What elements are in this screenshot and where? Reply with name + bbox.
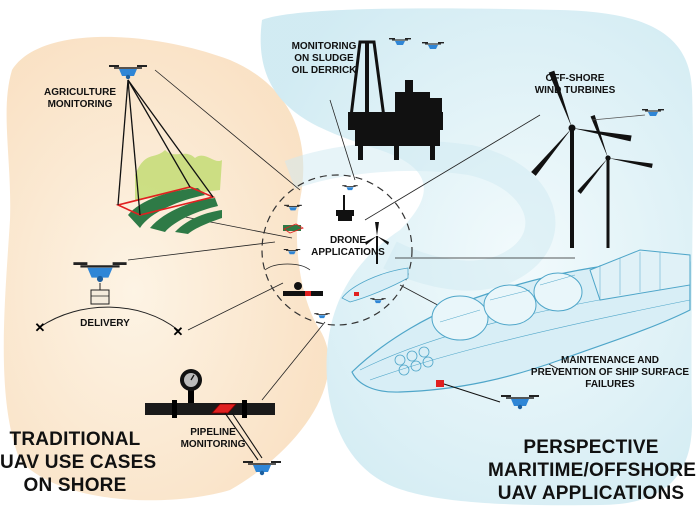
cross-marker-icon: ✕ [173, 324, 184, 339]
perspective-heading: PERSPECTIVE MARITIME/OFFSHORE UAV APPLIC… [488, 436, 697, 506]
agriculture-drone-beams [117, 79, 214, 216]
wind-turbines-label: OFF-SHORE WIND TURBINES [525, 73, 625, 97]
heading-line: PERSPECTIVE [523, 437, 659, 458]
center-dashed-circle [261, 174, 413, 326]
agriculture-label: AGRICULTURE MONITORING [40, 87, 120, 111]
traditional-heading: TRADITIONAL UAV USE CASES ON SHORE [0, 428, 157, 498]
delivery-route [39, 306, 179, 331]
shore-region [3, 36, 329, 501]
ship-label: MAINTENANCE AND PREVENTION OF SHIP SURFA… [525, 355, 695, 391]
label-line: MONITORING [291, 41, 357, 52]
label-line: WIND TURBINES [534, 85, 616, 96]
package-icon [90, 283, 110, 305]
oil-derrick-label: MONITORING ON SLUDGE OIL DERRICK [282, 41, 366, 77]
label-line: ON SLUDGE [294, 53, 354, 64]
heading-line: UAV USE CASES [0, 452, 157, 474]
label-line: PREVENTION OF SHIP SURFACE [530, 367, 690, 378]
delivery-label: DELIVERY [80, 318, 130, 329]
label-line: AGRICULTURE [43, 87, 117, 98]
label-line: OFF-SHORE [545, 73, 605, 84]
label-line: MAINTENANCE AND [561, 355, 659, 366]
center-label: DRONE APPLICATIONS [303, 235, 393, 259]
label-line: DRONE [329, 235, 367, 246]
label-line: FAILURES [585, 379, 635, 390]
ship-icon [351, 249, 691, 393]
heading-line: UAV APPLICATIONS [497, 483, 685, 505]
label-line: MONITORING [180, 439, 246, 450]
label-line: OIL DERRICK [291, 65, 357, 76]
label-line: MONITORING [47, 99, 113, 110]
pipeline-icon [145, 369, 275, 418]
pipeline-label: PIPELINE MONITORING [173, 427, 253, 451]
heading-line: ON SHORE [23, 475, 127, 497]
label-line: PIPELINE [190, 427, 236, 438]
oil-rig-icon [348, 40, 443, 160]
heading-line: MARITIME/OFFSHORE [488, 460, 697, 482]
crop-field-icon [115, 150, 222, 234]
cross-marker-icon: ✕ [35, 320, 46, 335]
center-icons [264, 184, 409, 319]
ship-defect-marker [436, 380, 444, 387]
label-line: APPLICATIONS [311, 247, 385, 258]
heading-line: TRADITIONAL [9, 429, 141, 450]
